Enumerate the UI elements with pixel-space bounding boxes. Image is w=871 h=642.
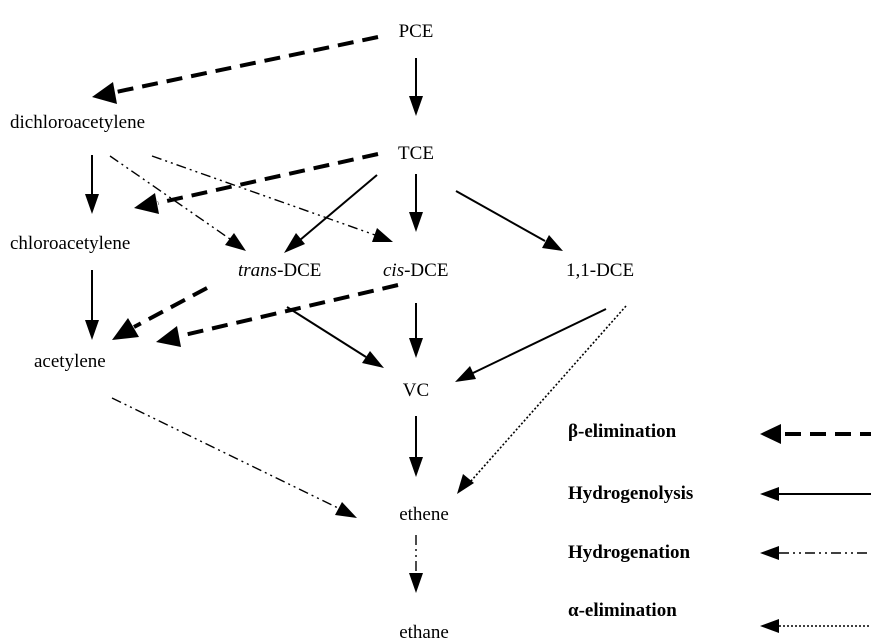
legend-beta-elimination-label: β-elimination [568,421,677,442]
node-chloroacetylene: chloroacetylene [10,233,130,254]
legend-alpha-arrowhead [760,619,779,633]
legend-hydrogenation-label: Hydrogenation [568,542,691,563]
edge-pce-dichloroacetylene [115,35,379,94]
edge-tce-trans-dce [299,174,378,241]
edge-acetylene-ethene [111,397,339,509]
arrowhead [409,573,423,593]
node-cis-dce: cis-DCE [383,260,448,281]
arrowhead [225,233,246,251]
arrowhead [409,96,423,116]
edge-trans-dce-acetylene [133,286,208,329]
arrowhead [409,338,423,358]
edge-tce-1-1-dce [455,190,546,242]
node-1-1-dce: 1,1-DCE [566,260,634,281]
edge-dichloroacetylene-trans-dce [109,155,231,240]
arrowhead [284,233,305,253]
edge-trans-dce-vc [286,306,367,358]
edge-cis-dce-acetylene [179,283,399,338]
hydrogenation-edges [109,155,423,593]
arrowhead [85,320,99,340]
alpha-elimination-edges [457,305,627,494]
legend-hydrogenation-arrowhead [760,546,779,560]
node-trans-dce: trans-DCE [238,260,321,281]
arrowhead [542,235,563,251]
arrowhead [92,82,117,104]
node-ethane: ethane [399,622,449,642]
legend-hydrogenolysis-label: Hydrogenolysis [568,483,693,504]
legend-hydrogenolysis-arrowhead [760,487,779,501]
node-ethene: ethene [399,504,449,525]
beta-elimination-edges [92,35,399,347]
legend: β-elimination Hydrogenolysis Hydrogenati… [568,421,871,633]
edge-1-1-dce-vc [472,308,607,374]
node-dichloroacetylene: dichloroacetylene [10,112,145,133]
arrowhead [156,326,181,347]
edge-dichloroacetylene-cis-dce [151,155,376,236]
arrowhead [455,366,476,382]
node-vc: VC [403,380,429,401]
arrowhead [335,502,357,518]
arrowhead [457,474,474,494]
edge-tce-chloroacetylene [157,152,379,205]
edge-1-1-dce-ethene [470,305,627,482]
arrowhead [85,194,99,214]
node-tce: TCE [398,143,434,164]
arrowhead [362,351,384,368]
arrowhead [372,228,393,242]
arrowhead [409,457,423,477]
hydrogenolysis-edges [85,58,607,477]
arrowhead [409,212,423,232]
node-pce: PCE [399,21,434,42]
arrowhead [112,318,139,340]
legend-beta-arrowhead [760,424,781,444]
arrowhead [134,193,159,214]
legend-alpha-elimination-label: α-elimination [568,600,677,621]
node-acetylene: acetylene [34,351,106,372]
